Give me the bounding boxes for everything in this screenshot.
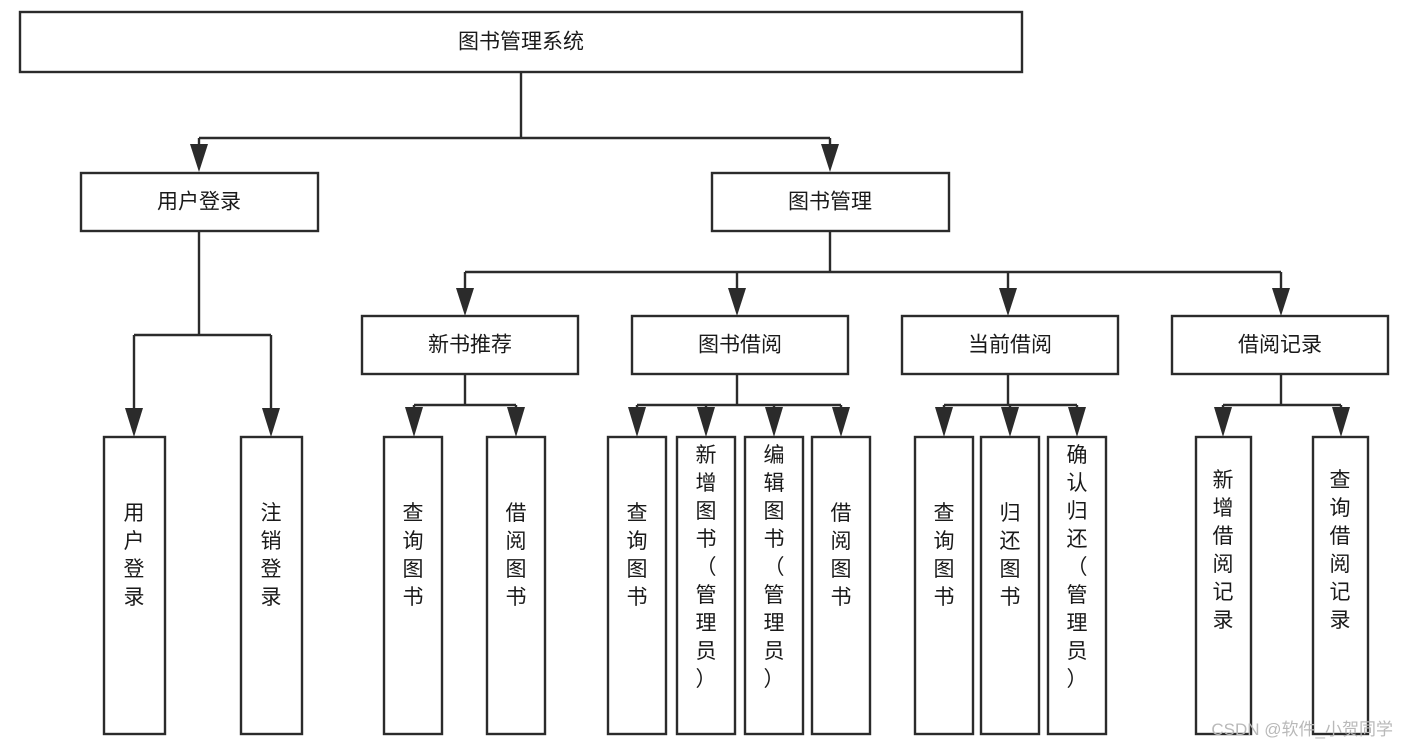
node-user-login[interactable]: 用户登录 <box>79 171 320 233</box>
node-new-book-recommend[interactable]: 新书推荐 <box>360 314 580 376</box>
node-leaf-user-login[interactable]: 用户登录 <box>102 435 167 736</box>
node-leaf-confirm-return-label: 确认归还（管理员） <box>1067 444 1088 691</box>
arrow-head-leaf-logout-login <box>262 408 280 437</box>
arrow-head-leaf-borrow-book-2 <box>832 407 850 437</box>
node-leaf-query-book-3[interactable]: 查询图书 <box>913 435 975 736</box>
node-user-login-box[interactable] <box>79 171 320 233</box>
node-leaf-query-record-label: 查询借阅记录 <box>1330 469 1351 632</box>
node-book-borrow-label: 图书借阅 <box>698 334 782 357</box>
node-leaf-borrow-book-2-box[interactable] <box>810 435 872 736</box>
arrow-head-leaf-add-record <box>1214 407 1232 437</box>
arrow-head-leaf-add-book <box>697 407 715 437</box>
arrow-head-leaf-return-book <box>1001 407 1019 437</box>
node-leaf-user-login-label: 用户登录 <box>124 502 145 609</box>
node-current-borrow-box[interactable] <box>900 314 1120 376</box>
connectors-current-borrow-to-leaves <box>935 374 1086 437</box>
node-current-borrow[interactable]: 当前借阅 <box>900 314 1120 376</box>
node-user-login-label: 用户登录 <box>157 191 241 214</box>
node-leaf-borrow-book-2-label: 借阅图书 <box>831 502 852 609</box>
node-leaf-logout-login[interactable]: 注销登录 <box>239 435 304 736</box>
arrow-head-book-borrow <box>728 288 746 316</box>
node-current-borrow-label: 当前借阅 <box>968 334 1052 357</box>
arrow-head-leaf-query-book-2 <box>628 407 646 437</box>
node-leaf-borrow-book-1-label: 借阅图书 <box>506 502 527 609</box>
node-leaf-add-book[interactable]: 新增图书（管理员） <box>675 435 737 736</box>
node-leaf-query-book-3-label: 查询图书 <box>934 502 955 609</box>
node-leaf-return-book[interactable]: 归还图书 <box>979 435 1041 736</box>
node-leaf-borrow-book-2[interactable]: 借阅图书 <box>810 435 872 736</box>
arrow-head-new-book-recommend <box>456 288 474 316</box>
node-leaf-query-book-2-label: 查询图书 <box>627 502 648 609</box>
node-leaf-edit-book-box[interactable] <box>743 435 805 736</box>
arrow-head-leaf-user-login <box>125 408 143 437</box>
arrow-head-leaf-borrow-book-1 <box>507 407 525 437</box>
arrow-head-leaf-query-book-3 <box>935 407 953 437</box>
arrow-head-book-manage <box>821 144 839 172</box>
node-book-borrow[interactable]: 图书借阅 <box>630 314 850 376</box>
arrow-head-borrow-record <box>1272 288 1290 316</box>
node-leaf-edit-book-label: 编辑图书（管理员） <box>764 444 785 691</box>
node-new-book-recommend-box[interactable] <box>360 314 580 376</box>
node-book-borrow-box[interactable] <box>630 314 850 376</box>
node-leaf-query-record-box[interactable] <box>1311 435 1370 736</box>
arrow-head-user-login <box>190 144 208 172</box>
arrow-head-leaf-query-record <box>1332 407 1350 437</box>
node-leaf-confirm-return-box[interactable] <box>1046 435 1108 736</box>
node-borrow-record-label: 借阅记录 <box>1238 334 1322 357</box>
csdn-watermark: CSDN @软件_小贺同学 <box>1211 720 1393 739</box>
node-leaf-query-book-2-box[interactable] <box>606 435 668 736</box>
arrow-head-leaf-confirm-return <box>1068 407 1086 437</box>
node-leaf-query-book-3-box[interactable] <box>913 435 975 736</box>
node-leaf-borrow-book-1-box[interactable] <box>485 435 547 736</box>
arrow-head-leaf-query-book-1 <box>405 407 423 437</box>
node-leaf-query-book-1-box[interactable] <box>382 435 444 736</box>
node-leaf-query-book-1-label: 查询图书 <box>403 502 424 609</box>
node-root-label: 图书管理系统 <box>458 31 584 54</box>
connectors-book-manage-to-level2 <box>456 232 1290 316</box>
node-leaf-return-book-label: 归还图书 <box>1000 502 1021 609</box>
node-book-manage-label: 图书管理 <box>788 191 872 214</box>
node-new-book-recommend-label: 新书推荐 <box>428 334 512 357</box>
node-leaf-query-record[interactable]: 查询借阅记录 <box>1311 435 1370 736</box>
node-leaf-add-book-label: 新增图书（管理员） <box>696 444 717 691</box>
node-borrow-record-box[interactable] <box>1170 314 1390 376</box>
node-leaf-query-book-2[interactable]: 查询图书 <box>606 435 668 736</box>
arrow-head-current-borrow <box>999 288 1017 316</box>
node-leaf-confirm-return[interactable]: 确认归还（管理员） <box>1046 435 1108 736</box>
connectors-root-to-level1 <box>190 72 839 172</box>
connectors-new-book-recommend-to-leaves <box>405 374 525 437</box>
node-book-manage[interactable]: 图书管理 <box>710 171 951 233</box>
node-leaf-add-record-box[interactable] <box>1194 435 1253 736</box>
node-borrow-record[interactable]: 借阅记录 <box>1170 314 1390 376</box>
connectors-book-borrow-to-leaves <box>628 374 850 437</box>
node-leaf-user-login-box[interactable] <box>102 435 167 736</box>
node-root[interactable]: 图书管理系统 <box>18 10 1024 74</box>
node-book-manage-box[interactable] <box>710 171 951 233</box>
connectors-user-login-to-leaves <box>125 232 280 437</box>
node-leaf-add-record[interactable]: 新增借阅记录 <box>1194 435 1253 736</box>
node-leaf-logout-login-label: 注销登录 <box>261 502 282 609</box>
node-leaf-add-record-label: 新增借阅记录 <box>1213 469 1234 632</box>
node-leaf-logout-login-box[interactable] <box>239 435 304 736</box>
node-leaf-query-book-1[interactable]: 查询图书 <box>382 435 444 736</box>
node-leaf-add-book-box[interactable] <box>675 435 737 736</box>
node-leaf-return-book-box[interactable] <box>979 435 1041 736</box>
connectors-borrow-record-to-leaves <box>1214 374 1350 437</box>
node-root-box[interactable] <box>18 10 1024 74</box>
node-leaf-borrow-book-1[interactable]: 借阅图书 <box>485 435 547 736</box>
arrow-head-leaf-edit-book <box>765 407 783 437</box>
node-leaf-edit-book[interactable]: 编辑图书（管理员） <box>743 435 805 736</box>
